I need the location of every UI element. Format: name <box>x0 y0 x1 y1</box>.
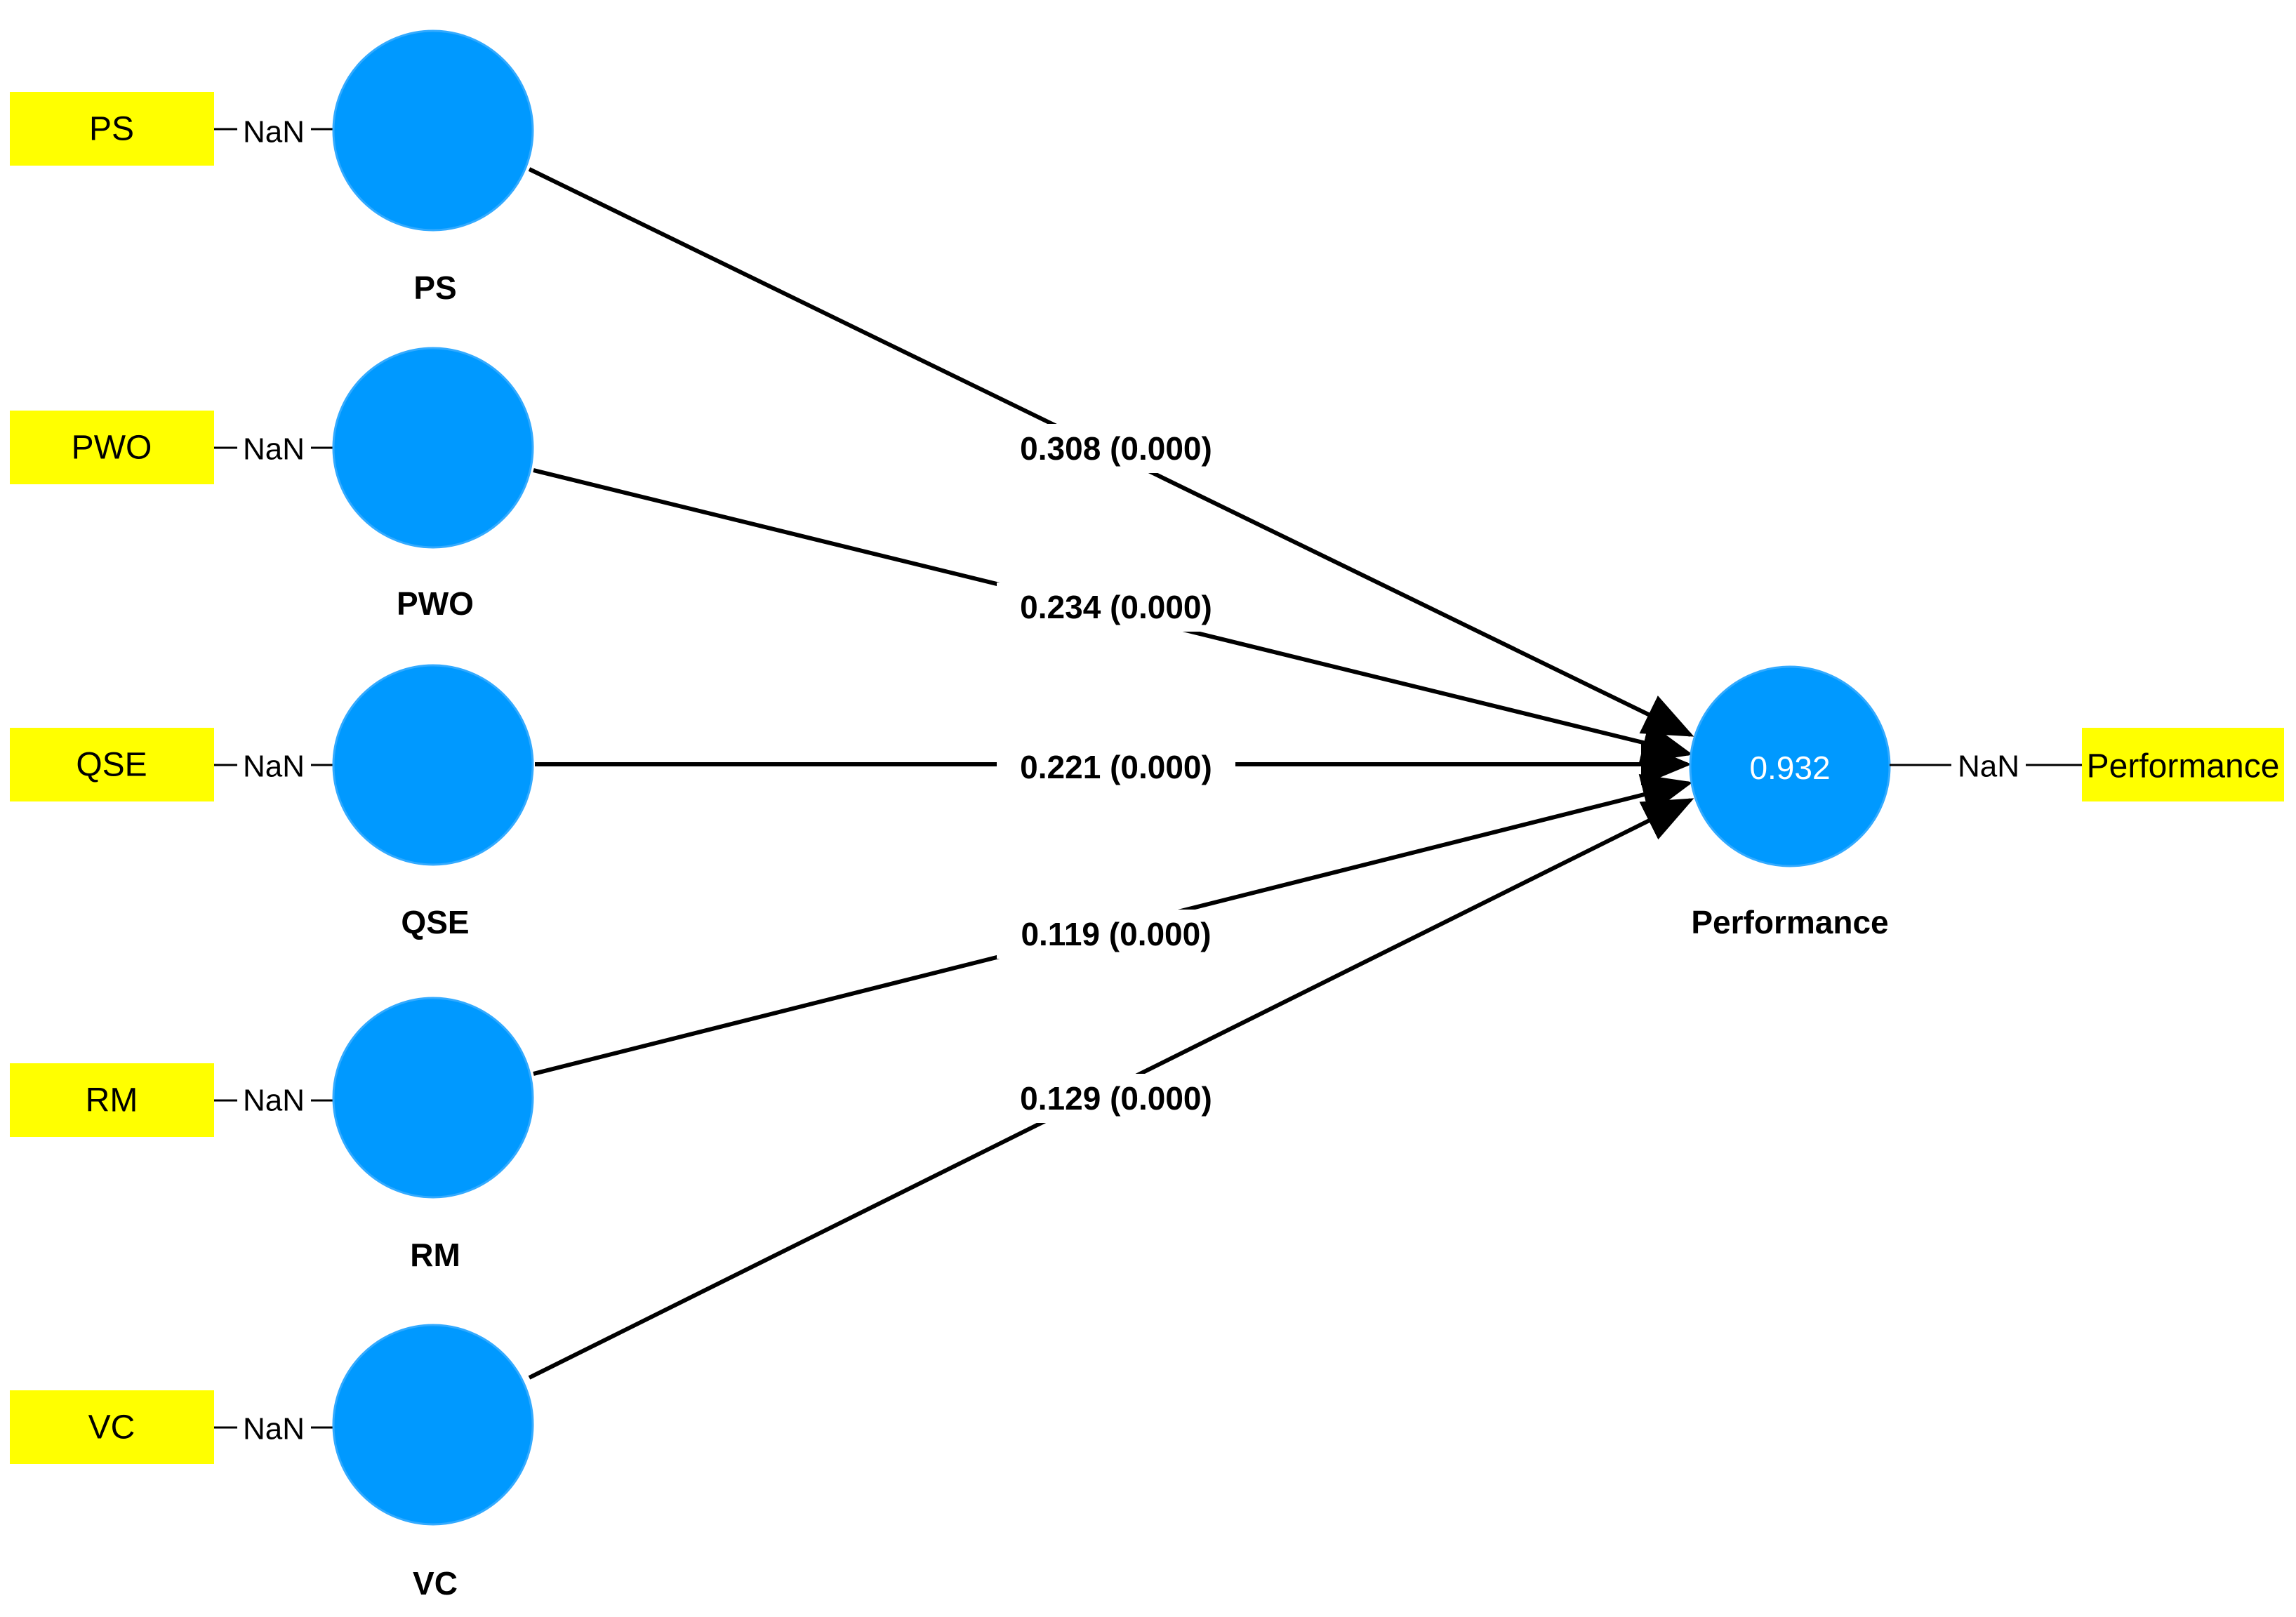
path-coefficient-ps: 0.308 (0.000) <box>1020 430 1212 467</box>
loading-label-vc: NaN <box>243 1412 305 1446</box>
construct-label-rm: RM <box>410 1237 460 1273</box>
construct-circle-performance[interactable] <box>1689 665 1891 867</box>
construct-circle-pwo[interactable] <box>332 347 534 549</box>
construct-circle-ps[interactable] <box>332 29 534 232</box>
construct-group-qse[interactable]: QSE NaN QSE <box>10 664 534 940</box>
construct-label-vc: VC <box>413 1565 458 1602</box>
indicator-box-vc[interactable] <box>10 1390 214 1464</box>
indicator-box-ps[interactable] <box>10 92 214 166</box>
construct-circle-qse[interactable] <box>332 664 534 866</box>
construct-circle-rm[interactable] <box>332 997 534 1199</box>
loading-label-rm: NaN <box>243 1084 305 1118</box>
indicator-box-performance[interactable] <box>2082 728 2284 801</box>
indicator-box-qse[interactable] <box>10 728 214 801</box>
indicator-label-performance: Performance <box>2087 748 2280 785</box>
path-coefficient-vc: 0.129 (0.000) <box>1020 1080 1212 1117</box>
construct-group-rm[interactable]: RM NaN RM <box>10 997 534 1273</box>
indicator-label-qse: QSE <box>76 747 147 784</box>
construct-label-qse: QSE <box>401 904 469 940</box>
loading-label-performance: NaN <box>1958 750 2019 784</box>
construct-label-pwo: PWO <box>397 585 474 622</box>
indicator-label-rm: RM <box>86 1082 138 1119</box>
indicator-box-pwo[interactable] <box>10 411 214 484</box>
construct-group-performance[interactable]: 0.932 Performance NaN Performance <box>1689 665 2284 940</box>
path-coefficient-qse: 0.221 (0.000) <box>1020 749 1212 785</box>
path-labels: 0.308 (0.000) 0.234 (0.000) 0.221 (0.000… <box>997 424 1235 1123</box>
construct-group-pwo[interactable]: PWO NaN PWO <box>10 347 534 622</box>
loading-label-pwo: NaN <box>243 432 305 467</box>
path-coefficient-rm: 0.119 (0.000) <box>1021 916 1211 952</box>
construct-label-ps: PS <box>413 270 456 306</box>
indicator-label-vc: VC <box>88 1409 135 1446</box>
indicator-label-pwo: PWO <box>72 430 152 467</box>
construct-group-vc[interactable]: VC NaN VC <box>10 1324 534 1602</box>
indicator-box-rm[interactable] <box>10 1063 214 1137</box>
construct-group-ps[interactable]: PS NaN PS <box>10 29 534 306</box>
loading-label-qse: NaN <box>243 750 305 784</box>
indicator-label-ps: PS <box>89 111 134 148</box>
loading-label-ps: NaN <box>243 115 305 149</box>
construct-label-performance: Performance <box>1691 904 1888 940</box>
construct-circle-vc[interactable] <box>332 1324 534 1526</box>
path-coefficient-pwo: 0.234 (0.000) <box>1020 589 1212 625</box>
r-squared-value: 0.932 <box>1749 750 1830 786</box>
